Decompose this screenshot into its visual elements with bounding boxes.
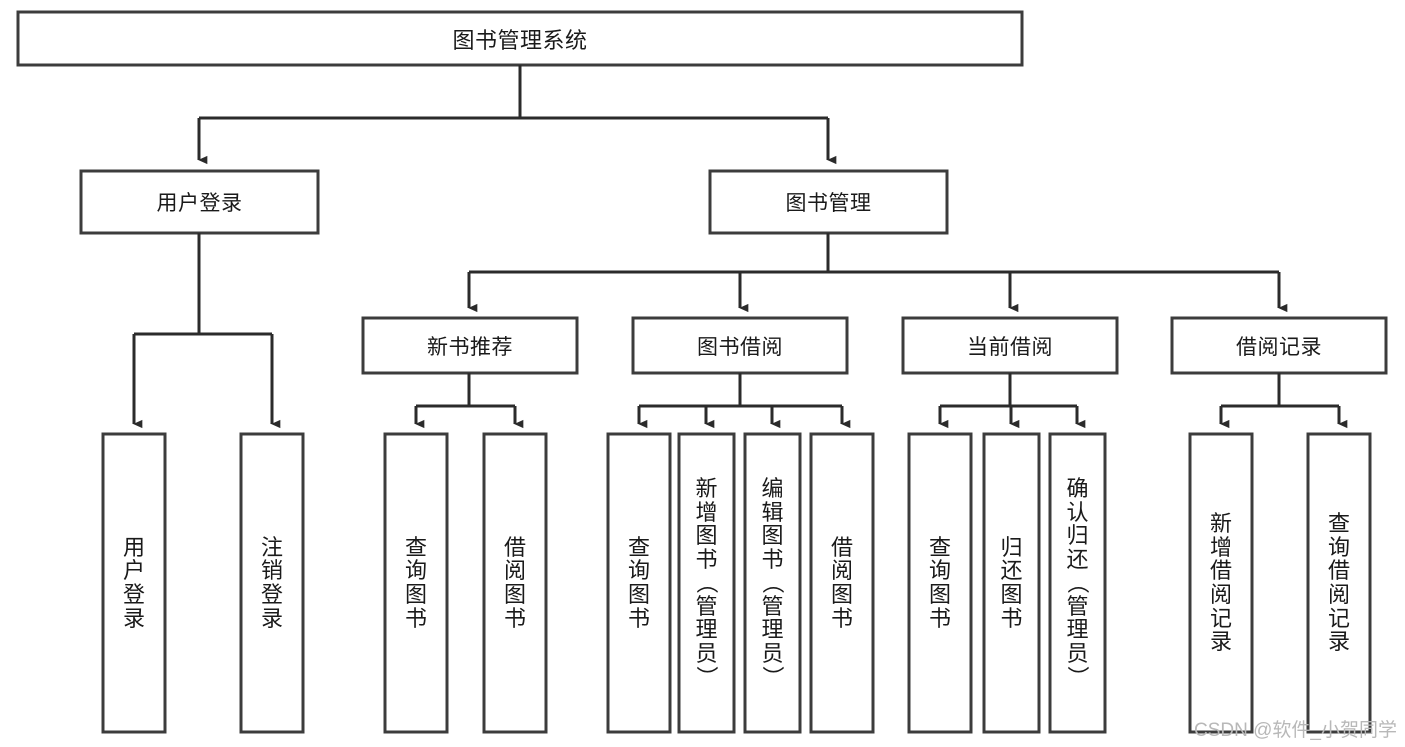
node-box-book-borrow[interactable]	[631, 316, 849, 375]
leaf-box-add-borrow-record[interactable]	[1188, 432, 1254, 734]
leaf-box-borrow-book-recommend[interactable]	[482, 432, 548, 734]
leaf-box-logout[interactable]	[239, 432, 305, 734]
leaf-box-query-book-current[interactable]	[907, 432, 973, 734]
leaf-box-user-login[interactable]	[101, 432, 167, 734]
edge-new-book-recommend-bus	[416, 373, 515, 408]
edge-book-management-bus	[469, 233, 1279, 274]
edge-book-borrow-bus	[639, 373, 842, 408]
edge-user-login-bus	[134, 233, 272, 336]
leaf-box-confirm-return-admin[interactable]	[1048, 432, 1107, 734]
leaf-box-query-book-recommend[interactable]	[383, 432, 449, 734]
leaf-box-edit-book-admin[interactable]	[743, 432, 802, 734]
edge-current-borrow-bus	[940, 373, 1077, 408]
leaf-box-borrow-book[interactable]	[809, 432, 875, 734]
node-box-user-login[interactable]	[79, 169, 320, 235]
leaf-box-query-book-borrow[interactable]	[606, 432, 672, 734]
node-box-current-borrow[interactable]	[901, 316, 1119, 375]
node-box-book-management[interactable]	[708, 169, 949, 235]
node-box-borrow-record[interactable]	[1170, 316, 1388, 375]
edge-borrow-record-bus	[1221, 373, 1339, 408]
leaf-box-return-book[interactable]	[982, 432, 1041, 734]
leaf-box-add-book-admin[interactable]	[677, 432, 736, 734]
leaf-box-query-borrow-record[interactable]	[1306, 432, 1372, 734]
node-box-new-book-recommend[interactable]	[361, 316, 579, 375]
edge-root-bus	[199, 65, 828, 120]
node-box-root[interactable]	[16, 10, 1024, 67]
